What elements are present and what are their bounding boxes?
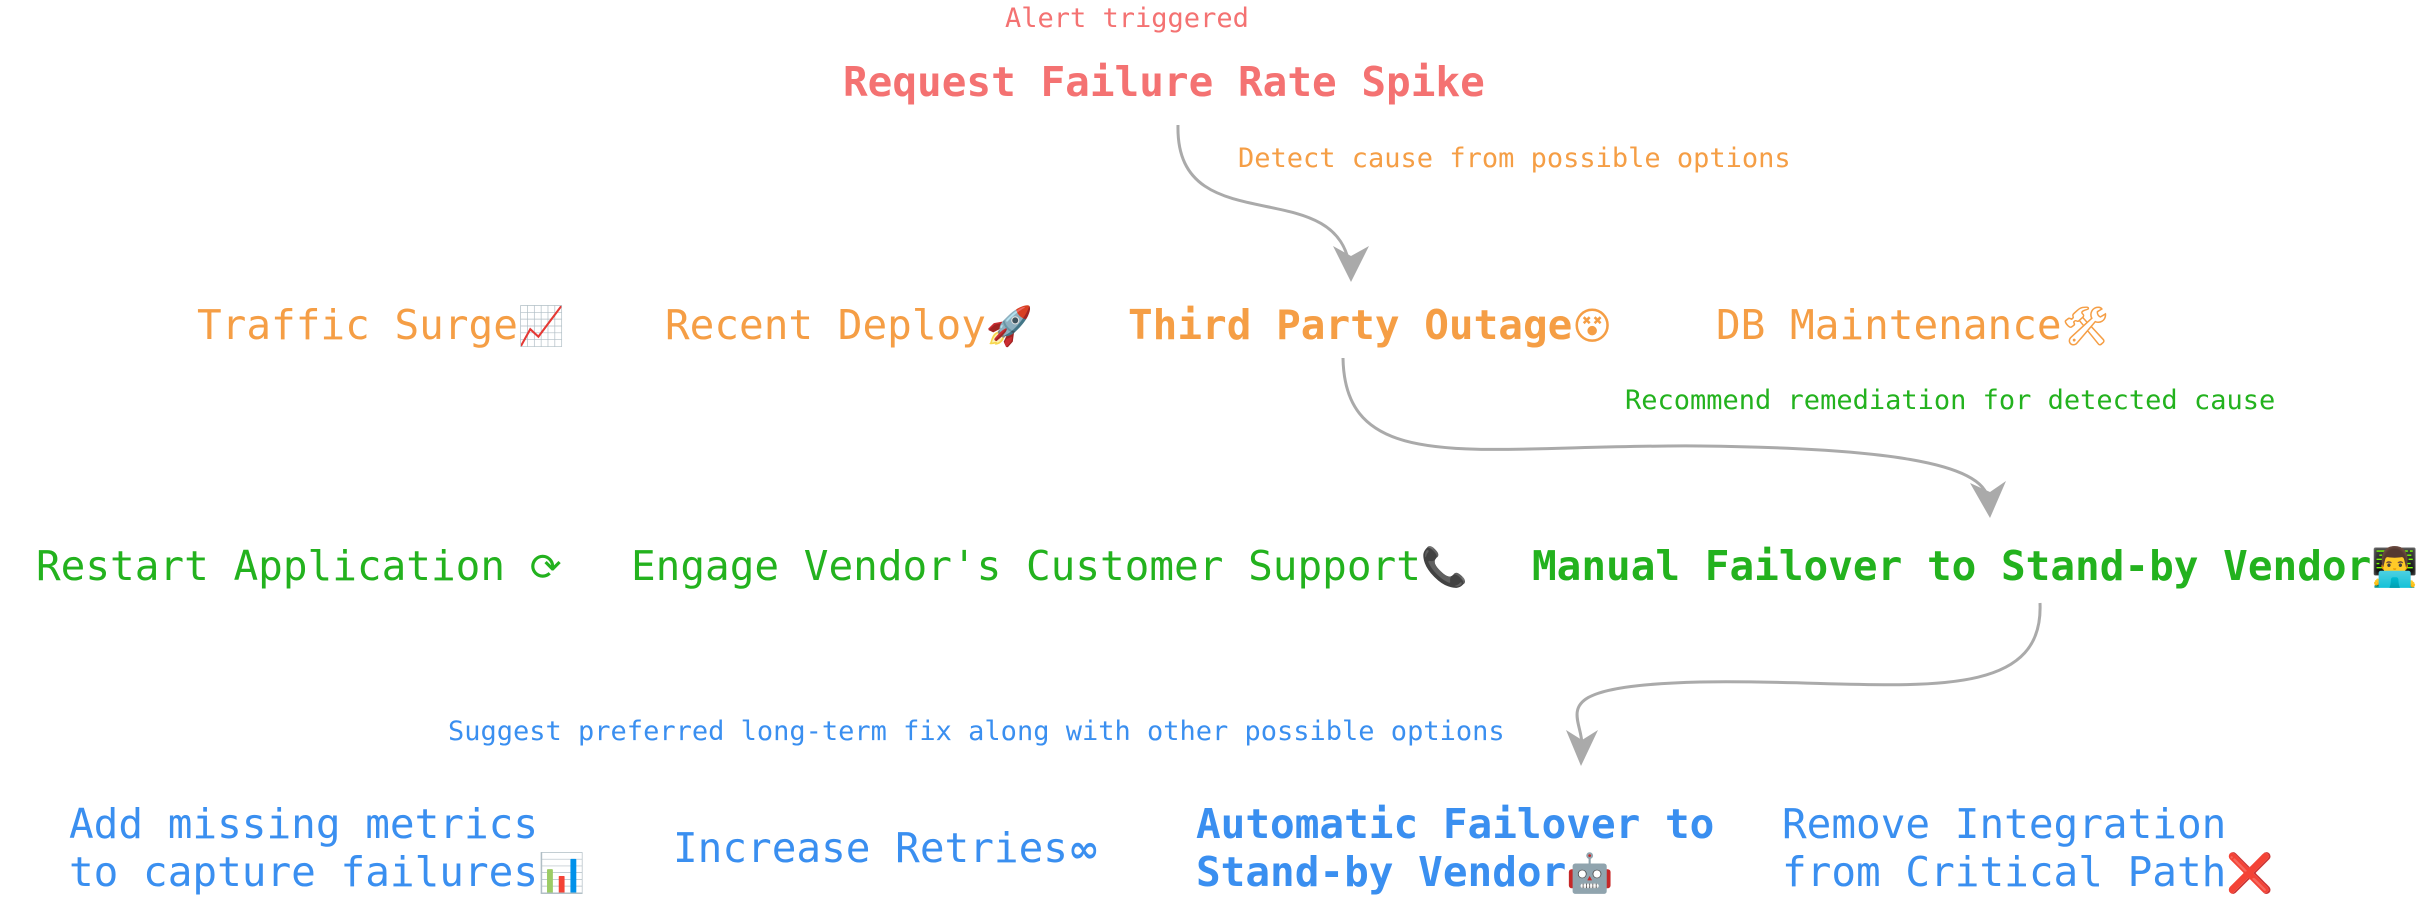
alert-node-title: Request Failure Rate Spike (843, 58, 1485, 106)
fix-label: Add missing metrics to capture failures (69, 800, 538, 896)
chart-increasing-icon: 📈 (517, 304, 566, 348)
cause-annotation: Detect cause from possible options (1238, 143, 1791, 174)
remediation-engage-vendor-support: Engage Vendor's Customer Support📞 (631, 546, 1468, 587)
fix-remove-integration: Remove Integration from Critical Path❌ (1782, 800, 2274, 897)
arrowhead-cause (1333, 246, 1369, 282)
cross-mark-icon: ❌ (2226, 851, 2274, 895)
fix-increase-retries: Increase Retries∞ (673, 828, 1100, 869)
remediation-annotation: Recommend remediation for detected cause (1625, 385, 2276, 416)
fix-label: Remove Integration from Critical Path (1782, 800, 2227, 896)
arrowhead-remediation (1970, 481, 2006, 518)
technologist-icon: 👨‍💻 (2371, 545, 2419, 589)
bar-chart-icon: 📊 (538, 851, 586, 895)
restart-icon: ⟳ (529, 545, 562, 589)
remediation-label: Engage Vendor's Customer Support (631, 542, 1421, 590)
cause-label: Recent Deploy (665, 301, 986, 349)
cause-third-party-outage: Third Party Outage😵 (1128, 305, 1612, 346)
arrow-cause-to-remediation (1341, 357, 1990, 501)
fix-annotation: Suggest preferred long-term fix along wi… (448, 716, 1505, 747)
cause-traffic-surge: Traffic Surge📈 (197, 305, 565, 346)
remediation-label: Restart Application (36, 542, 505, 590)
cause-recent-deploy: Recent Deploy🚀 (665, 305, 1033, 346)
remediation-label: Manual Failover to Stand-by Vendor (1532, 542, 2372, 590)
fix-label: Increase Retries (673, 824, 1068, 872)
cause-label: Traffic Surge (197, 301, 518, 349)
cause-label: DB Maintenance (1716, 301, 2062, 349)
arrowhead-fix (1566, 730, 1598, 766)
phone-icon: 📞 (1420, 545, 1469, 589)
remediation-restart-application: Restart Application ⟳ (36, 546, 562, 587)
cause-label: Third Party Outage (1128, 301, 1573, 349)
alert-annotation: Alert triggered (1005, 3, 1249, 34)
remediation-manual-failover: Manual Failover to Stand-by Vendor👨‍💻 (1532, 546, 2419, 587)
tools-icon: 🛠 (2061, 304, 2110, 348)
fix-automatic-failover: Automatic Failover to Stand-by Vendor🤖 (1196, 800, 1714, 897)
rocket-icon: 🚀 (985, 304, 1034, 348)
cause-db-maintenance: DB Maintenance🛠 (1716, 305, 2110, 346)
arrow-remediation-to-fix (1575, 602, 2042, 746)
fix-label: Automatic Failover to Stand-by Vendor (1196, 800, 1715, 896)
robot-icon: 🤖 (1566, 851, 1614, 895)
infinity-icon: ∞ (1067, 827, 1100, 871)
arrow-alert-to-cause (1176, 124, 1352, 271)
dizzy-face-icon: 😵 (1572, 304, 1612, 348)
fix-add-missing-metrics: Add missing metrics to capture failures📊 (69, 800, 585, 897)
